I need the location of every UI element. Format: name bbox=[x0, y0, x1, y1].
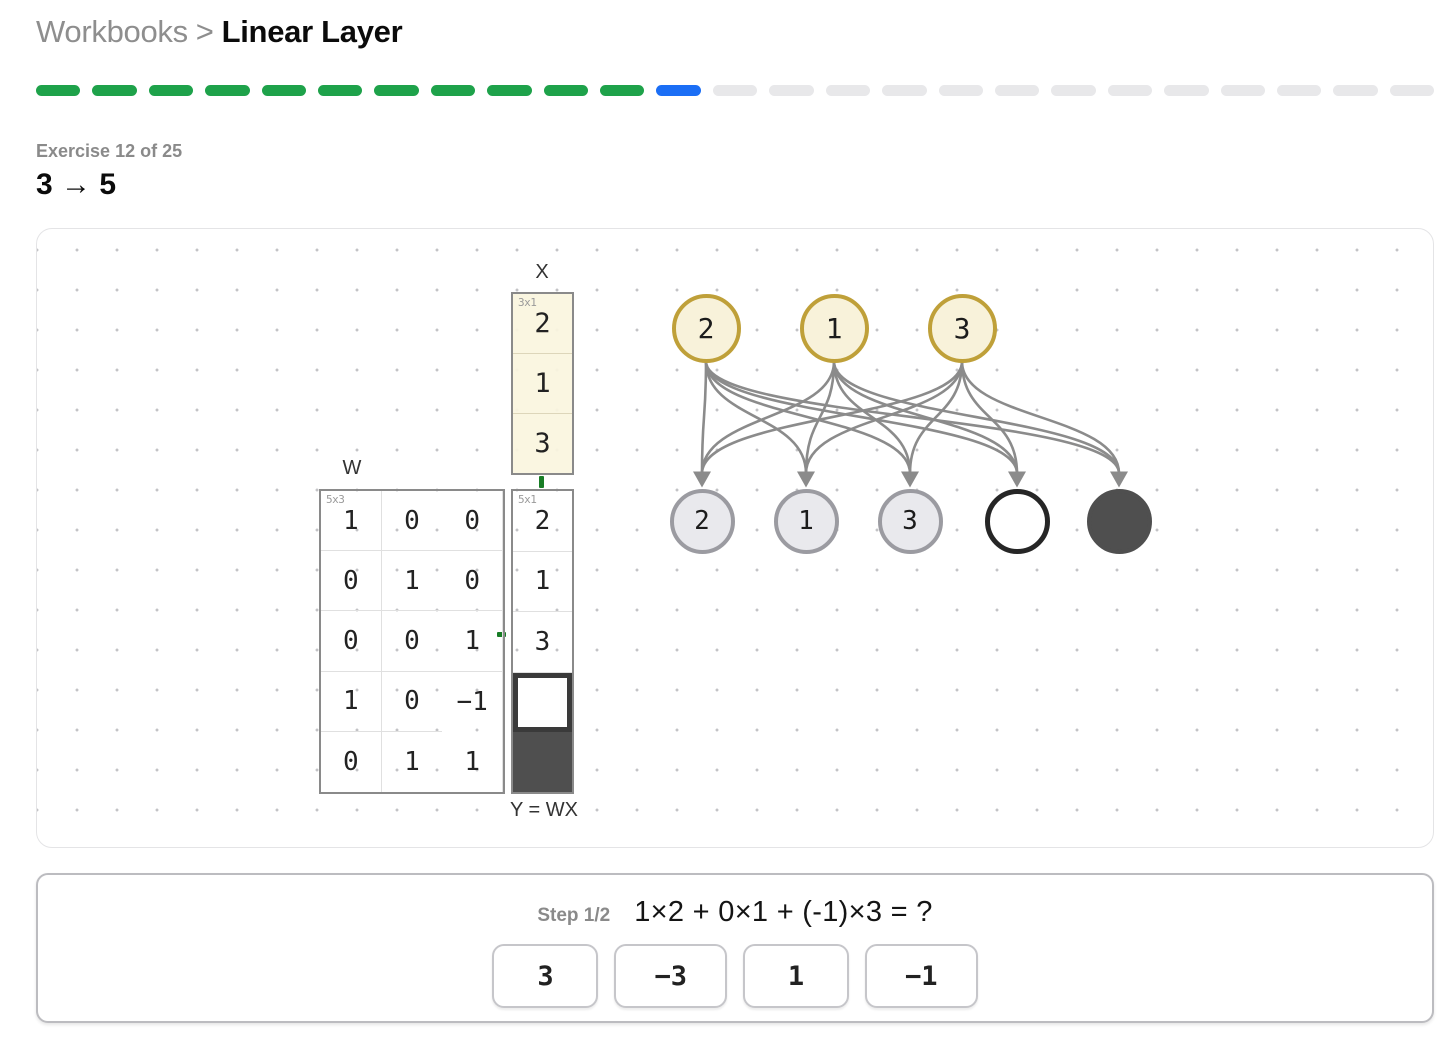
w-cell: 0 bbox=[442, 551, 503, 612]
answer-button[interactable]: −1 bbox=[865, 944, 978, 1008]
progress-segment-12 bbox=[656, 85, 701, 96]
progress-segment-8 bbox=[430, 85, 476, 96]
w-cell: 0 bbox=[321, 611, 382, 672]
w-matrix-dims: 5x3 bbox=[326, 493, 345, 506]
w-cell: 1 bbox=[321, 671, 382, 732]
y-vector-label: Y = WX bbox=[510, 799, 578, 821]
page-title: Linear Layer bbox=[221, 14, 403, 49]
output-node-5-unknown[interactable] bbox=[1086, 488, 1152, 554]
y-cell: 2 bbox=[513, 491, 572, 552]
progress-segment-21 bbox=[1164, 85, 1209, 96]
input-node-1[interactable]: 2 bbox=[671, 293, 741, 363]
w-cell: 1 bbox=[321, 491, 382, 552]
progress-segment-4 bbox=[205, 85, 250, 96]
w-cell: −1 bbox=[442, 671, 503, 732]
answer-button[interactable]: 1 bbox=[743, 944, 849, 1008]
progress-segment-9 bbox=[487, 85, 532, 96]
progress-segment-23 bbox=[1276, 85, 1322, 96]
question-text: 1×2 + 0×1 + (-1)×3 = ? bbox=[634, 896, 933, 928]
exercise-counter: Exercise 12 of 25 bbox=[36, 141, 183, 161]
green-connector-horizontal bbox=[497, 632, 506, 637]
y-cell-current bbox=[513, 672, 572, 733]
progress-segment-20 bbox=[1107, 85, 1153, 96]
input-node-2[interactable]: 1 bbox=[799, 293, 869, 363]
w-cell: 1 bbox=[442, 731, 503, 792]
x-cell: 3 bbox=[534, 428, 551, 459]
breadcrumb-separator: > bbox=[195, 14, 214, 49]
progress-segment-11 bbox=[600, 85, 645, 96]
w-cell: 0 bbox=[381, 611, 443, 672]
progress-segment-16 bbox=[882, 85, 927, 96]
w-cell: 0 bbox=[442, 491, 503, 552]
progress-segment-18 bbox=[994, 85, 1040, 96]
w-cell: 1 bbox=[404, 746, 420, 777]
progress-segment-2 bbox=[92, 85, 137, 96]
output-node-3[interactable]: 3 bbox=[877, 488, 943, 554]
progress-segment-3 bbox=[148, 85, 194, 96]
output-node-2[interactable]: 1 bbox=[773, 488, 839, 554]
breadcrumb-workbooks[interactable]: Workbooks bbox=[36, 14, 188, 49]
w-cell: 0 bbox=[381, 672, 443, 732]
answer-button[interactable]: −3 bbox=[614, 944, 727, 1008]
progress-segment-13 bbox=[712, 85, 758, 96]
y-vector-dims: 5x1 bbox=[518, 493, 537, 506]
x-cell: 2 bbox=[513, 294, 572, 354]
w-cell: 1 bbox=[442, 611, 503, 672]
progress-segment-5 bbox=[261, 85, 307, 96]
green-connector-vertical bbox=[539, 476, 544, 488]
y-cell: 3 bbox=[513, 612, 572, 673]
step-indicator: Step 1/2 bbox=[537, 905, 611, 926]
w-cell: 1 bbox=[381, 551, 443, 612]
progress-segment-24 bbox=[1333, 85, 1378, 96]
output-node-4-current[interactable] bbox=[984, 488, 1050, 554]
y-cell: 1 bbox=[513, 552, 572, 613]
progress-segment-6 bbox=[318, 85, 363, 96]
w-cell: 0 bbox=[321, 551, 382, 612]
x-cell: 1 bbox=[513, 354, 572, 414]
w-cell: 0 bbox=[321, 731, 382, 792]
progress-segment-7 bbox=[374, 85, 419, 96]
question-row: Step 1/2 1×2 + 0×1 + (-1)×3 = ? bbox=[38, 896, 1432, 929]
w-cell: 0 bbox=[381, 491, 443, 552]
progress-segment-14 bbox=[769, 85, 814, 96]
exercise-title: 3 → 5 bbox=[36, 168, 117, 201]
progress-segment-10 bbox=[543, 85, 589, 96]
progress-segment-1 bbox=[36, 85, 81, 96]
answer-button[interactable]: 3 bbox=[492, 944, 599, 1008]
x-vector-dims: 3x1 bbox=[518, 296, 537, 309]
progress-segment-17 bbox=[938, 85, 983, 96]
output-node-1[interactable]: 2 bbox=[669, 488, 735, 554]
breadcrumb: Workbooks>Linear Layer bbox=[36, 14, 403, 50]
w-matrix-label: W bbox=[342, 457, 362, 479]
progress-segment-25 bbox=[1389, 85, 1435, 96]
x-vector-label: X bbox=[535, 261, 549, 283]
input-node-3[interactable]: 3 bbox=[927, 293, 997, 363]
progress-segment-22 bbox=[1220, 85, 1265, 96]
y-cell-unknown bbox=[513, 732, 572, 792]
progress-segment-15 bbox=[825, 85, 871, 96]
progress-segment-19 bbox=[1051, 85, 1096, 96]
progress-bar bbox=[36, 85, 1435, 96]
